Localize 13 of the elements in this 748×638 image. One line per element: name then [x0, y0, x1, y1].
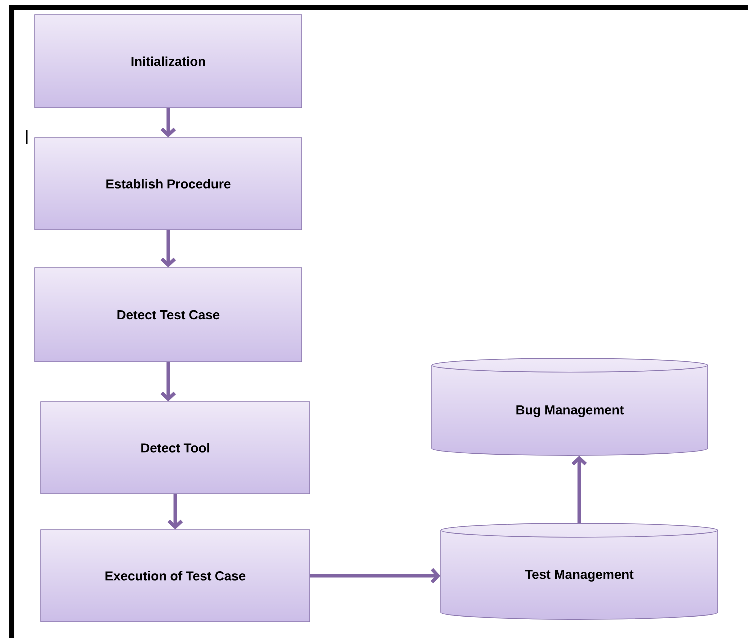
process-box: Detect Test Case [34, 268, 302, 362]
arrow [160, 230, 176, 268]
arrow [160, 108, 176, 138]
process-box: Initialization [34, 14, 302, 108]
process-box: Execution of Test Case [40, 530, 310, 622]
arrow [160, 362, 176, 402]
cylinder-node: Test Management [440, 523, 718, 620]
process-box: Establish Procedure [34, 138, 302, 230]
arrow [310, 568, 441, 584]
cylinder-node: Bug Management [432, 358, 708, 456]
arrow [572, 456, 588, 524]
process-box: Detect Tool [40, 402, 310, 494]
arrow [168, 494, 184, 530]
